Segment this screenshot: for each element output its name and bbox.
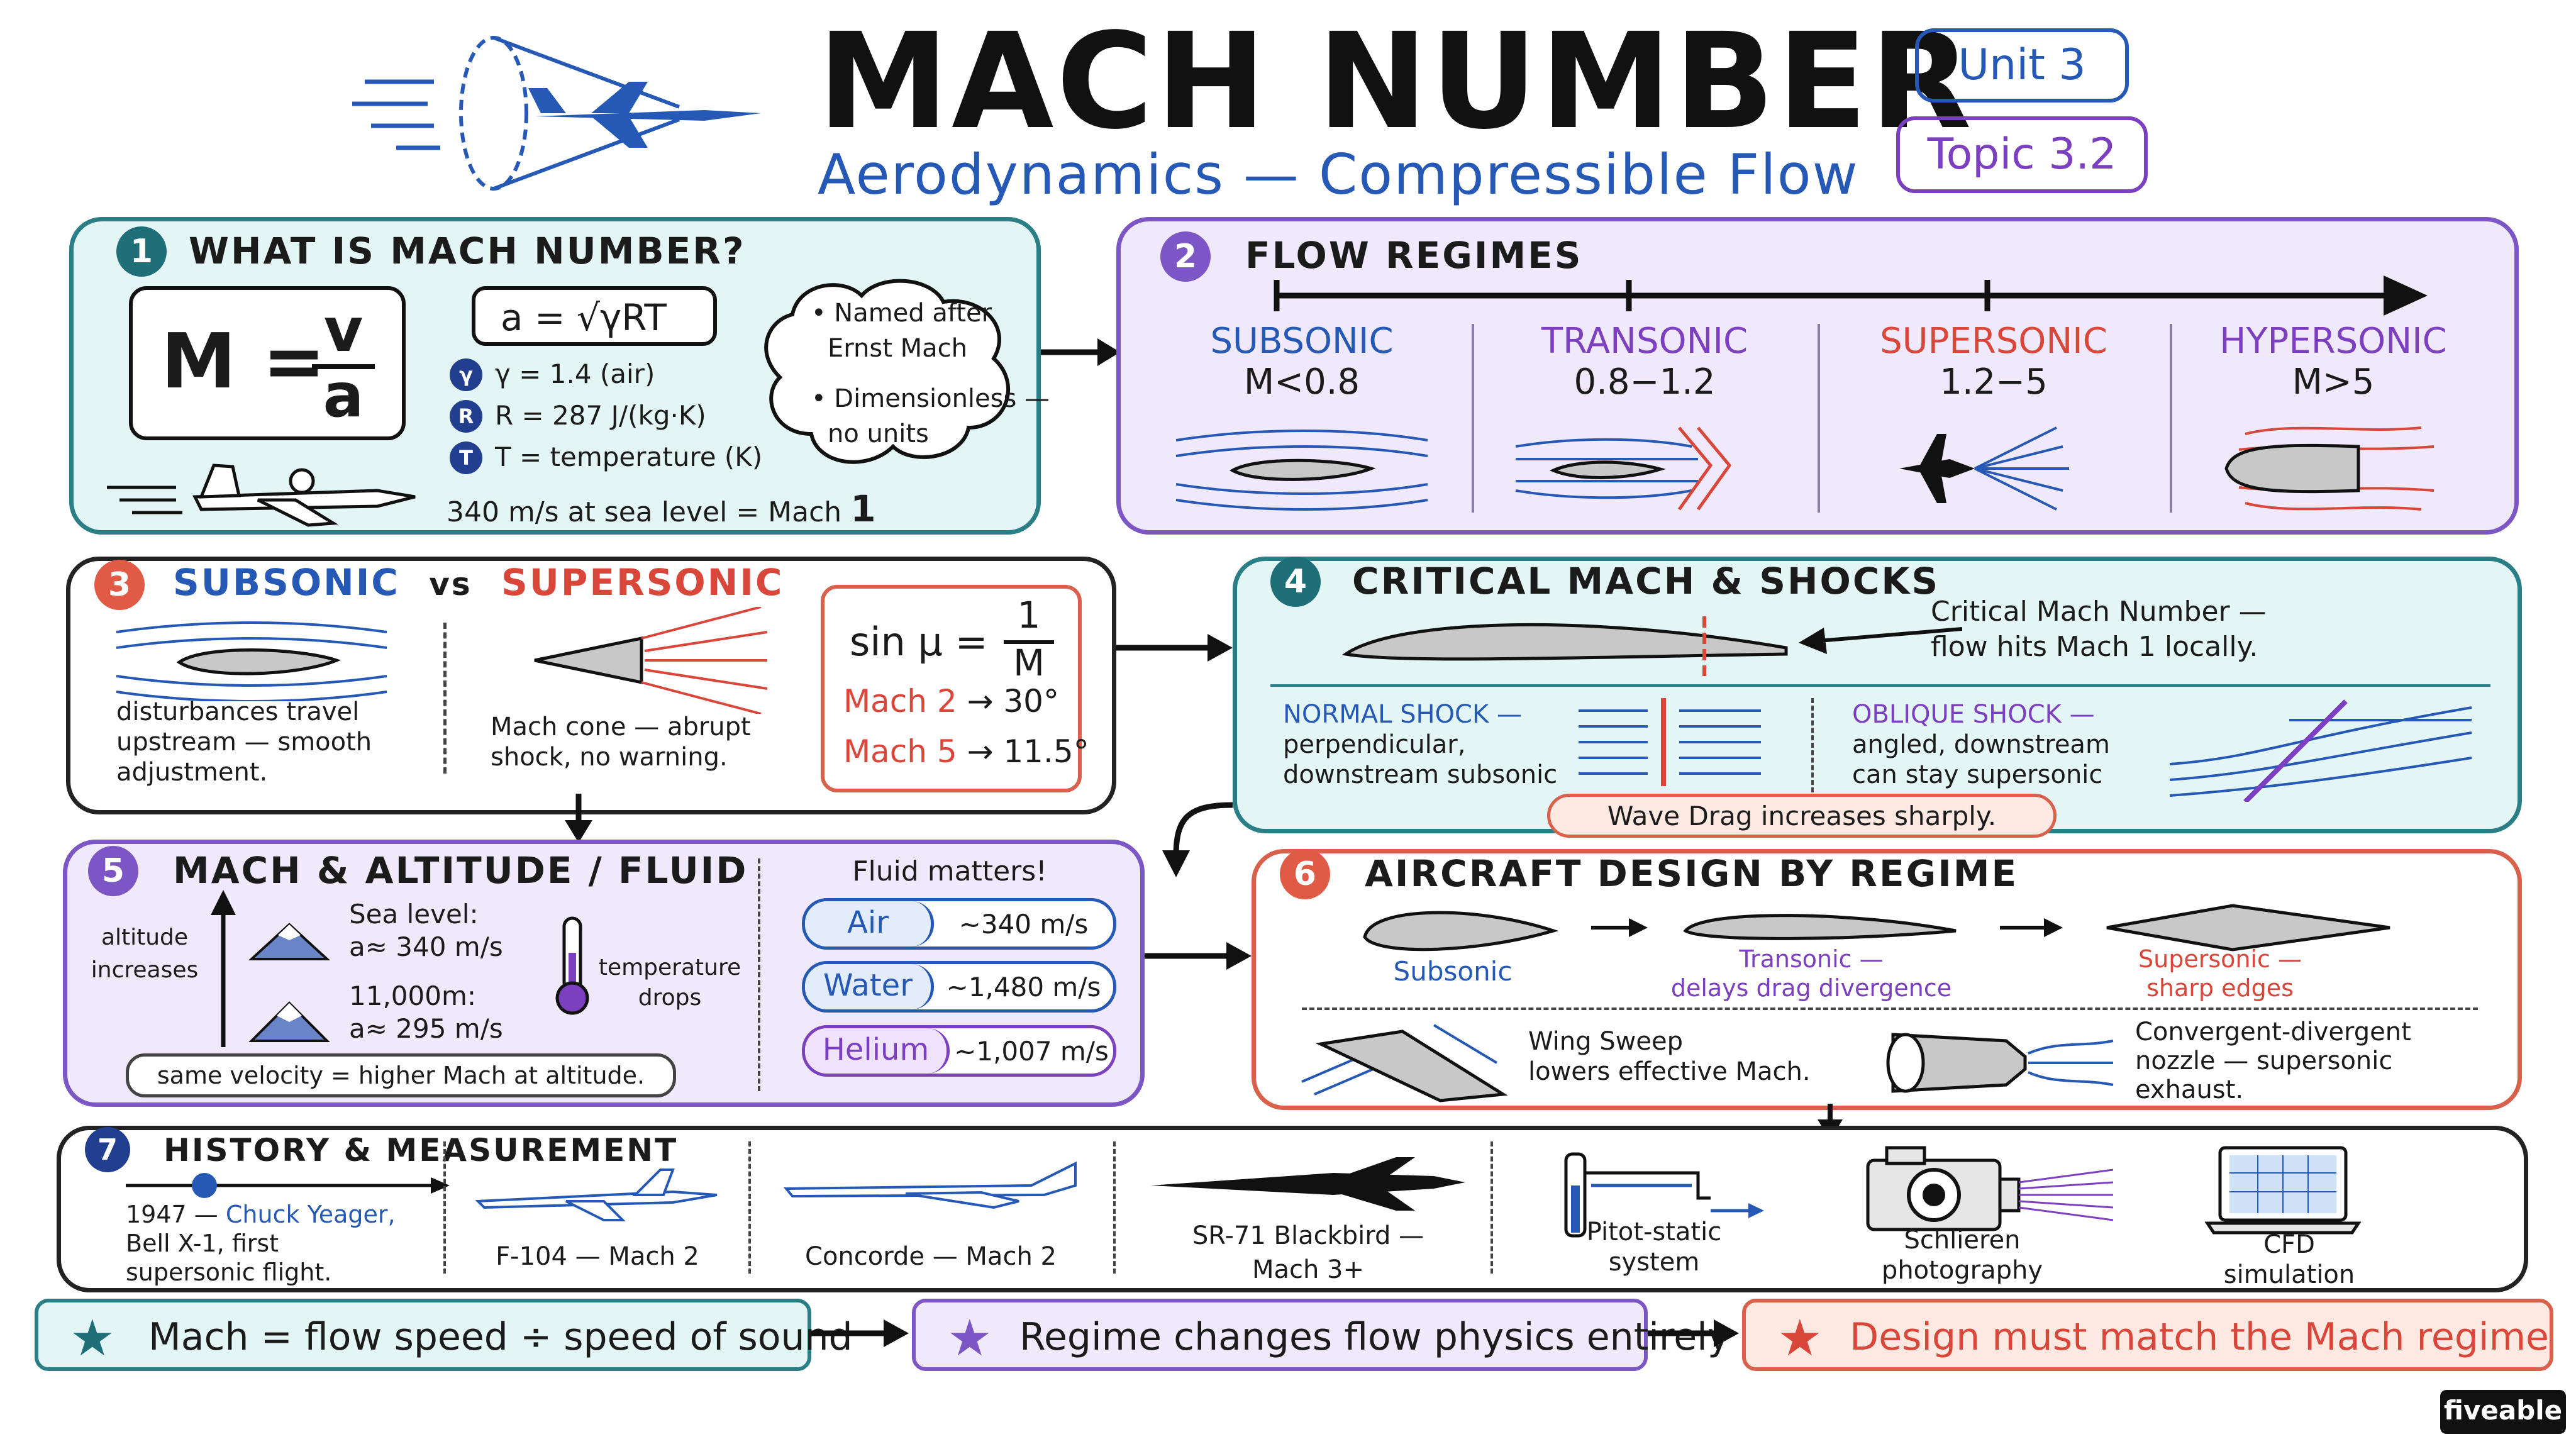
schlieren-camera-icon xyxy=(1866,1146,2114,1231)
sr71-label: SR-71 Blackbird —Mach 3+ xyxy=(1192,1221,1424,1284)
mach-cone-illustration xyxy=(534,607,768,714)
section-1-number: 1 xyxy=(116,226,167,277)
transonic-design-label: Transonic —delays drag divergence xyxy=(1670,945,1952,1002)
section-6-title: AIRCRAFT DESIGN BY REGIME xyxy=(1365,852,2019,895)
section-2-title: FLOW REGIMES xyxy=(1245,234,1583,277)
takeaway-2: ★ Regime changes flow physics entirely xyxy=(912,1299,1729,1371)
arrow-right-icon-3 xyxy=(1145,942,1252,970)
arrow-right-icon-4 xyxy=(811,1319,909,1347)
fluid-air-row: Air ~340 m/s xyxy=(802,898,1116,950)
arrow-curve-icon xyxy=(1162,802,1233,877)
concorde-icon xyxy=(783,1161,1077,1209)
section-5-title: MACH & ALTITUDE / FLUID xyxy=(173,849,748,892)
sr71-icon xyxy=(1151,1157,1465,1211)
critical-mach-note: Critical Mach Number —flow hits Mach 1 l… xyxy=(1931,596,2267,663)
section-4-number: 4 xyxy=(1270,557,1321,607)
fluid-matters-title: Fluid matters! xyxy=(852,855,1047,887)
jet-cone-icon xyxy=(352,36,761,191)
mach-angle-formula-box: sin μ = 1 M Mach 2 → 30° Mach 5 → 11.5° xyxy=(821,585,1089,792)
altitude-note: same velocity = higher Mach at altitude. xyxy=(126,1053,676,1097)
section-2-number: 2 xyxy=(1160,231,1211,282)
topic-badge: Topic 3.2 xyxy=(1896,116,2148,193)
section-7-title: HISTORY & MEASUREMENT xyxy=(164,1132,679,1169)
cloud-note-icon xyxy=(764,279,1011,464)
normal-shock-description: NORMAL SHOCK —perpendicular,downstream s… xyxy=(1283,700,1558,789)
section-3-number: 3 xyxy=(94,560,145,610)
f104-icon xyxy=(475,1169,718,1221)
r-icon: R xyxy=(450,400,482,433)
fluid-water-row: Water ~1,480 m/s xyxy=(802,961,1116,1013)
pitot-tube-icon xyxy=(1564,1152,1764,1238)
section-7-number: 7 xyxy=(85,1127,130,1172)
sea-level-speed: Sea level:a≈ 340 m/s xyxy=(349,899,503,962)
f104-label: F-104 — Mach 2 xyxy=(496,1242,699,1271)
altitude-mountains-icon xyxy=(211,890,331,1047)
speed-of-sound-formula: a = √γRT xyxy=(472,286,717,346)
arrow-right-icon-5 xyxy=(1648,1319,1739,1347)
engine-nozzle-icon xyxy=(1886,1033,2114,1093)
takeaway-3: ★ Design must match the Mach regime xyxy=(1742,1299,2553,1371)
jet-icon xyxy=(107,464,416,527)
oblique-shock-illustration xyxy=(2169,699,2472,802)
cfd-laptop-icon xyxy=(2204,1146,2362,1235)
swept-wing-illustration xyxy=(1301,1024,1508,1102)
wave-drag-note: Wave Drag increases sharply. xyxy=(1547,794,2057,838)
mach-scale-axis xyxy=(1274,275,2428,316)
thermometer-icon xyxy=(555,916,589,1015)
arrow-right-icon xyxy=(1041,338,1120,366)
arrow-down-icon xyxy=(565,794,592,843)
section-1-title: WHAT IS MACH NUMBER? xyxy=(189,230,746,272)
page-subtitle: Aerodynamics — Compressible Flow xyxy=(818,142,1859,207)
fluid-helium-row: Helium ~1,007 m/s xyxy=(802,1025,1116,1077)
page-title: MACH NUMBER xyxy=(818,4,1974,158)
subsonic-airfoil-illustration xyxy=(116,621,387,701)
design-airfoils-illustration xyxy=(1363,904,2390,952)
timeline-axis xyxy=(126,1173,450,1198)
cloud-note-text: • Named after Ernst Mach • Dimensionless… xyxy=(811,299,1050,448)
mach-formula-box: M = v a xyxy=(129,286,406,440)
star-icon-3: ★ xyxy=(1777,1309,1823,1367)
critical-airfoil-illustration xyxy=(1341,616,1962,676)
t-icon: T xyxy=(450,441,482,474)
arrow-right-icon-2 xyxy=(1116,634,1233,662)
section-history-measurement xyxy=(57,1126,2528,1292)
unit-badge: Unit 3 xyxy=(1915,28,2129,103)
subsonic-design-label: Subsonic xyxy=(1393,956,1513,987)
normal-shock-illustration xyxy=(1579,698,1761,786)
gamma-icon: γ xyxy=(450,358,482,391)
concorde-label: Concorde — Mach 2 xyxy=(805,1242,1057,1271)
regime-flow-illustrations xyxy=(1175,426,2434,511)
brand-logo: fiveable xyxy=(2440,1390,2566,1434)
section-5-number: 5 xyxy=(88,846,138,896)
takeaway-1: ★ Mach = flow speed ÷ speed of sound xyxy=(35,1299,853,1371)
sea-level-mach: 340 m/s at sea level = Mach 1 xyxy=(447,487,876,530)
section-4-title: CRITICAL MACH & SHOCKS xyxy=(1352,560,1940,602)
section-3-title: SUBSONIC vs SUPERSONIC xyxy=(173,561,784,604)
high-altitude-speed: 11,000m:a≈ 295 m/s xyxy=(349,980,503,1044)
star-icon-2: ★ xyxy=(947,1309,992,1367)
section-6-number: 6 xyxy=(1280,849,1330,899)
star-icon: ★ xyxy=(70,1309,115,1367)
supersonic-design-label: Supersonic —sharp edges xyxy=(2138,945,2302,1002)
